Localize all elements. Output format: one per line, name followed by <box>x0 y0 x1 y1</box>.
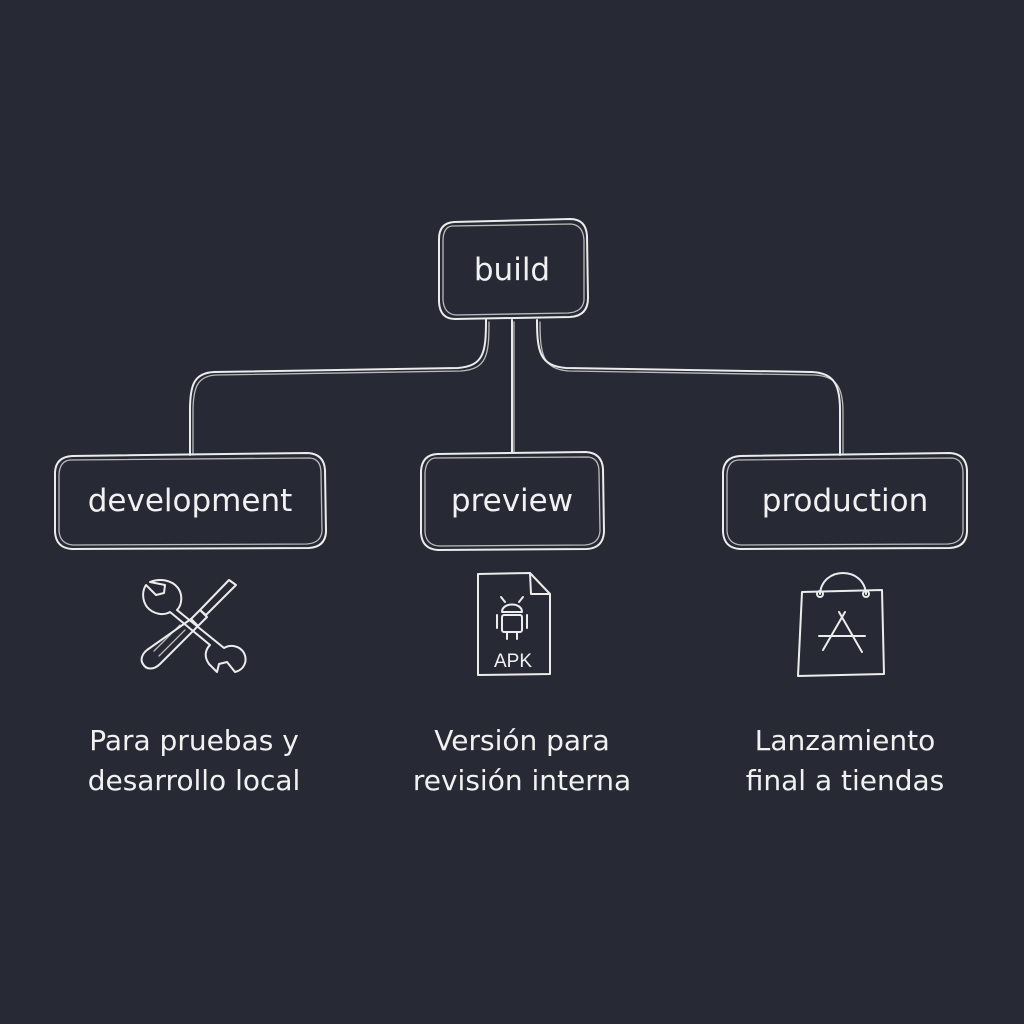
node-production: production <box>722 452 968 550</box>
caption-development-line-1: Para pruebas y <box>89 724 299 757</box>
apk-file-icon: APK <box>477 572 551 676</box>
node-preview-label: preview <box>451 483 573 519</box>
node-preview: preview <box>420 451 605 551</box>
connector-build-production <box>536 319 844 456</box>
caption-preview-line-1: Versión para <box>434 724 609 757</box>
caption-development-line-2: desarrollo local <box>88 764 301 797</box>
node-build-label: build <box>474 252 550 288</box>
node-development-label: development <box>88 483 293 519</box>
node-production-label: production <box>762 483 928 519</box>
app-store-bag-icon <box>797 572 885 677</box>
connector-build-development <box>189 319 490 456</box>
node-build: build <box>438 218 589 320</box>
apk-label: APK <box>494 651 532 672</box>
wrench-screwdriver-icon <box>140 579 247 673</box>
caption-production-line-2: final a tiendas <box>746 764 945 797</box>
node-development: development <box>54 452 327 550</box>
caption-preview-line-2: revisión interna <box>413 764 631 797</box>
caption-production-line-1: Lanzamiento <box>755 724 936 757</box>
connector-build-preview <box>511 319 515 453</box>
android-icon <box>496 596 528 640</box>
